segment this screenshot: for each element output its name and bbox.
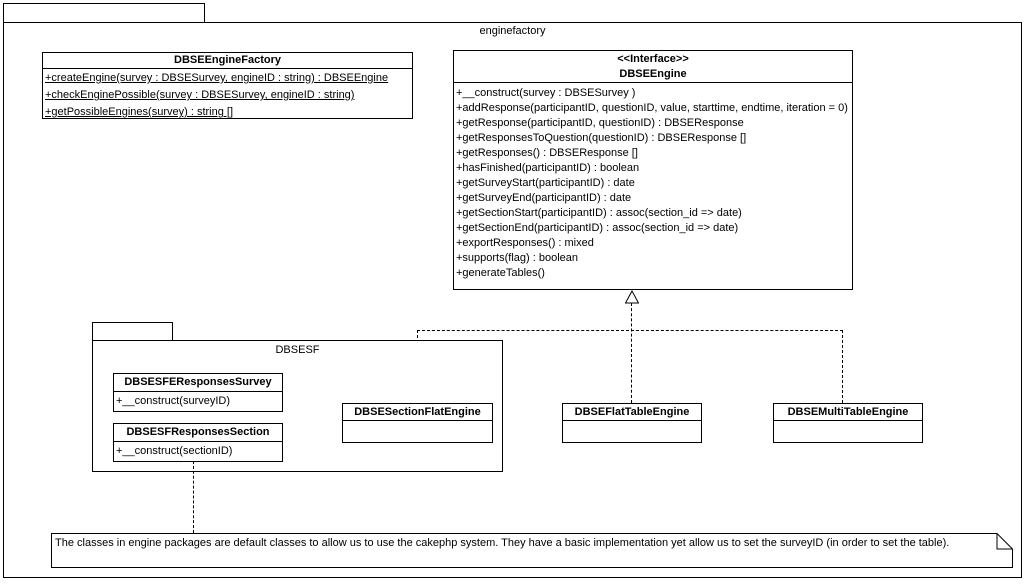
enginefactory-package-tab[interactable] xyxy=(3,3,205,23)
class-dbse-section-flat-engine[interactable]: DBSESectionFlatEngine xyxy=(342,403,493,443)
realization-line-horizontal xyxy=(417,330,843,331)
method: +__construct(sectionID) xyxy=(116,445,233,457)
realization-line-right xyxy=(842,330,843,403)
method: +__construct(survey : DBSESurvey ) xyxy=(456,87,636,99)
class-dbse-engine-factory-methods: +createEngine(survey : DBSESurvey, engin… xyxy=(43,69,412,121)
method: +getSurveyStart(participantID) : date xyxy=(456,177,635,189)
method: +getSectionEnd(participantID) : assoc(se… xyxy=(456,222,739,234)
method: +getResponsesToQuestion(questionID) : DB… xyxy=(456,132,747,144)
class-dbsesf-responses-section-name: DBSESFResponsesSection xyxy=(114,424,282,442)
method: +getSectionStart(participantID) : assoc(… xyxy=(456,207,742,219)
method: +getPossibleEngines(survey) : string [] xyxy=(45,106,234,118)
class-dbsesfe-responses-survey-name: DBSESFEResponsesSurvey xyxy=(114,374,282,392)
realization-arrowhead-icon xyxy=(625,290,639,304)
method: +addResponse(participantID, questionID, … xyxy=(456,102,848,114)
method: +checkEnginePossible(survey : DBSESurvey… xyxy=(45,89,355,101)
interface-stereotype: <<Interface>> xyxy=(617,53,689,65)
enginefactory-package-label: enginefactory xyxy=(479,25,546,37)
method: +supports(flag) : boolean xyxy=(456,252,578,264)
interface-dbse-engine-name: DBSEEngine xyxy=(619,68,687,80)
note-anchor-line xyxy=(193,461,194,533)
class-dbse-multi-table-engine[interactable]: DBSEMultiTableEngine xyxy=(773,403,923,443)
note-shape[interactable] xyxy=(51,533,1013,568)
note-text: The classes in engine packages are defau… xyxy=(55,537,950,549)
class-dbse-engine-factory-name: DBSEEngineFactory xyxy=(43,53,412,69)
class-dbse-engine-factory[interactable]: DBSEEngineFactory +createEngine(survey :… xyxy=(42,52,413,119)
method: +getSurveyEnd(participantID) : date xyxy=(456,192,632,204)
method: +createEngine(survey : DBSESurvey, engin… xyxy=(45,72,389,84)
class-dbsesfe-responses-survey[interactable]: DBSESFEResponsesSurvey +__construct(surv… xyxy=(113,373,283,412)
realization-line-center xyxy=(631,303,632,403)
method: +hasFinished(participantID) : boolean xyxy=(456,162,640,174)
method: +getResponse(participantID, questionID) … xyxy=(456,117,744,129)
method: +__construct(surveyID) xyxy=(116,395,231,407)
class-dbsesf-responses-section[interactable]: DBSESFResponsesSection +__construct(sect… xyxy=(113,423,283,462)
class-dbse-flat-table-engine[interactable]: DBSEFlatTableEngine xyxy=(562,403,702,443)
interface-dbse-engine-methods: +__construct(survey : DBSESurvey ) +addR… xyxy=(454,83,852,281)
method: +exportResponses() : mixed xyxy=(456,237,594,249)
class-dbse-multi-table-engine-name: DBSEMultiTableEngine xyxy=(774,404,922,421)
method: +getResponses() : DBSEResponse [] xyxy=(456,147,638,159)
interface-dbse-engine[interactable]: <<Interface>> DBSEEngine +__construct(su… xyxy=(453,50,853,290)
dbsesf-package-label: DBSESF xyxy=(275,344,320,356)
dbsesf-package-tab[interactable] xyxy=(92,322,173,341)
method: +generateTables() xyxy=(456,267,545,279)
class-dbse-flat-table-engine-name: DBSEFlatTableEngine xyxy=(563,404,701,421)
class-dbse-section-flat-engine-name: DBSESectionFlatEngine xyxy=(343,404,492,421)
